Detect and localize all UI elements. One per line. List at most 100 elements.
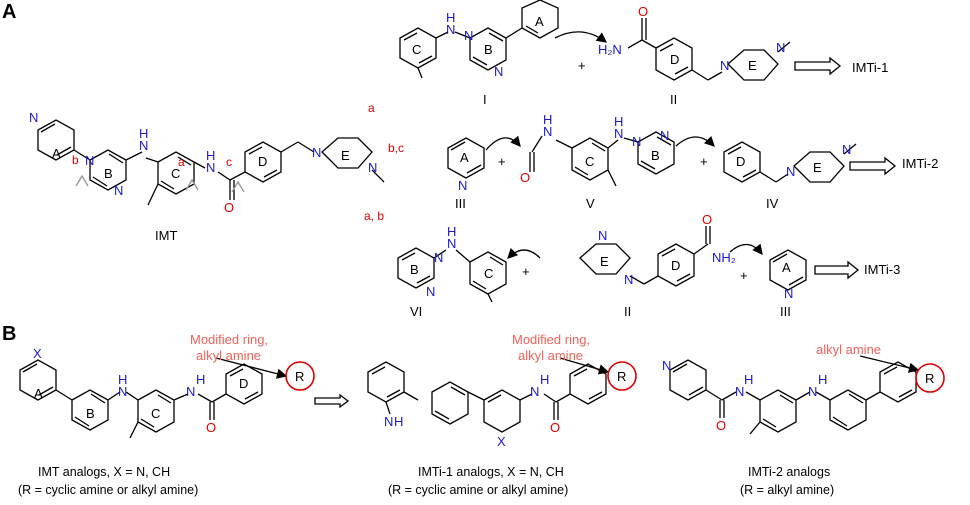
- b1-amide-n: N: [186, 384, 195, 399]
- b2-amide-n: N: [530, 384, 539, 399]
- row3-ring-a: A: [782, 260, 791, 275]
- row3-ring-b: B: [410, 262, 419, 277]
- row1-atom-nh: N: [446, 22, 455, 37]
- row2-fragment-iii: III: [455, 196, 466, 211]
- row2-atom-h2: H: [614, 114, 623, 129]
- arrow-label-top: a: [368, 101, 375, 115]
- row1-atom-n3: N: [720, 58, 729, 73]
- caption-3-line-1: IMTi-2 analogs: [748, 465, 830, 479]
- b3-nh-h: H: [818, 372, 827, 387]
- annotation-2-line-1: Modified ring,: [512, 332, 590, 347]
- row1-atom-n4: N: [776, 40, 785, 55]
- imt-ring-d: D: [258, 154, 267, 169]
- imt-ring-c: C: [171, 166, 180, 181]
- row2-plus-2: +: [700, 154, 708, 169]
- row3-atom-ne1: N: [598, 228, 607, 243]
- row3-plus-1: +: [522, 264, 530, 279]
- imt-ring-a: A: [52, 146, 61, 161]
- caption-2-line-1: IMTi-1 analogs, X = N, CH: [418, 465, 564, 479]
- annotation-2-line-2: alkyl amine: [518, 348, 583, 363]
- annotation-3: alkyl amine: [816, 342, 881, 357]
- r-label-2: R: [617, 369, 626, 384]
- caption-3-line-2: (R = alkyl amine): [740, 483, 834, 497]
- imt-cut-b: b: [72, 153, 79, 167]
- row1-atom-n2: N: [494, 64, 503, 79]
- imt-cut-a: a: [178, 155, 185, 169]
- row3-atom-na: N: [784, 286, 793, 301]
- row1-atom-n1: N: [464, 28, 473, 43]
- bonds: [19, 0, 920, 439]
- imt-atom-n-e1: N: [312, 145, 321, 160]
- b3-amide-n: N: [735, 384, 744, 399]
- row3-atom-h: H: [447, 224, 456, 239]
- row1-ring-c: C: [412, 42, 421, 57]
- row1-atom-h2n: H₂N: [598, 42, 622, 57]
- row2-atom-h: H: [543, 112, 552, 127]
- row2-ring-b: B: [651, 148, 660, 163]
- labels: A B N A B C D E b a c N N N H N H O N N …: [2, 1, 938, 497]
- r-label-1: R: [295, 369, 304, 384]
- row3-atom-ne2: N: [624, 272, 633, 287]
- b2-atom-n: N: [384, 414, 393, 429]
- b1-amide-h: H: [196, 372, 205, 387]
- row2-fragment-v: V: [586, 196, 595, 211]
- row3-fragment-vi: VI: [410, 304, 422, 319]
- b-ring-c: C: [151, 406, 160, 421]
- imt-atom-nh1-h: H: [139, 126, 148, 141]
- row2-atom-nb1: N: [632, 134, 641, 149]
- row3-ring-c: C: [484, 266, 493, 281]
- b-ring-a: A: [34, 386, 43, 401]
- b1-atom-n: N: [118, 384, 127, 399]
- b-ring-b: B: [86, 406, 95, 421]
- b3-atom-o: O: [716, 418, 726, 433]
- imt-atom-n-e2: N: [368, 160, 377, 175]
- b-x-label-1: X: [33, 346, 42, 361]
- row1-atom-h: H: [446, 10, 455, 25]
- row3-atom-nb1: N: [434, 250, 443, 265]
- b-x-label-2: X: [497, 434, 506, 449]
- row1-plus: +: [578, 58, 586, 73]
- row1-ring-a: A: [535, 14, 544, 29]
- annotation-1-line-2: alkyl amine: [196, 348, 261, 363]
- row2-ring-d: D: [736, 154, 745, 169]
- imt-atom-n-a: N: [29, 110, 38, 125]
- r-label-3: R: [925, 371, 934, 386]
- row3-product: IMTi-3: [864, 262, 900, 277]
- row3-plus-2: +: [740, 268, 748, 283]
- row2-atom-nh2: N: [614, 126, 623, 141]
- row3-ring-e: E: [600, 254, 609, 269]
- row2-ring-a: A: [460, 150, 469, 165]
- row1-fragment-i: I: [483, 92, 487, 107]
- row2-product: IMTi-2: [902, 156, 938, 171]
- b3-amide-h: H: [744, 372, 753, 387]
- row3-atom-nh2: NH₂: [712, 250, 736, 265]
- row2-atom-o: O: [520, 170, 530, 185]
- imt-atom-nh2-h: H: [206, 148, 215, 163]
- row2-atom-nb2: N: [660, 128, 669, 143]
- row3-atom-nb2: N: [426, 284, 435, 299]
- row2-plus-1: +: [498, 154, 506, 169]
- imt-ring-e: E: [341, 148, 350, 163]
- b2-atom-o: O: [550, 420, 560, 435]
- imt-atom-n-b2: N: [114, 183, 123, 198]
- b3-pyr-n: N: [662, 358, 671, 373]
- b1-atom-o: O: [206, 420, 216, 435]
- row1-ring-b: B: [484, 42, 493, 57]
- arrow-label-bot: a, b: [364, 209, 384, 223]
- caption-1-line-2: (R = cyclic amine or alkyl amine): [18, 483, 198, 497]
- row1-fragment-ii: II: [670, 92, 677, 107]
- row2-ring-c: C: [585, 154, 594, 169]
- row2-atom-nh: N: [543, 124, 552, 139]
- b1-atom-h: H: [118, 372, 127, 387]
- imt-atom-nh2-n: N: [206, 160, 215, 175]
- row3-atom-n: N: [447, 236, 456, 251]
- row3-fragment-iii: III: [780, 304, 791, 319]
- imt-atom-n-b1: N: [85, 153, 94, 168]
- imt-cut-c: c: [226, 155, 232, 169]
- b-ring-d: D: [239, 376, 248, 391]
- imt-ring-b: B: [104, 166, 113, 181]
- panel-label-a: A: [2, 1, 16, 23]
- row1-ring-d: D: [670, 52, 679, 67]
